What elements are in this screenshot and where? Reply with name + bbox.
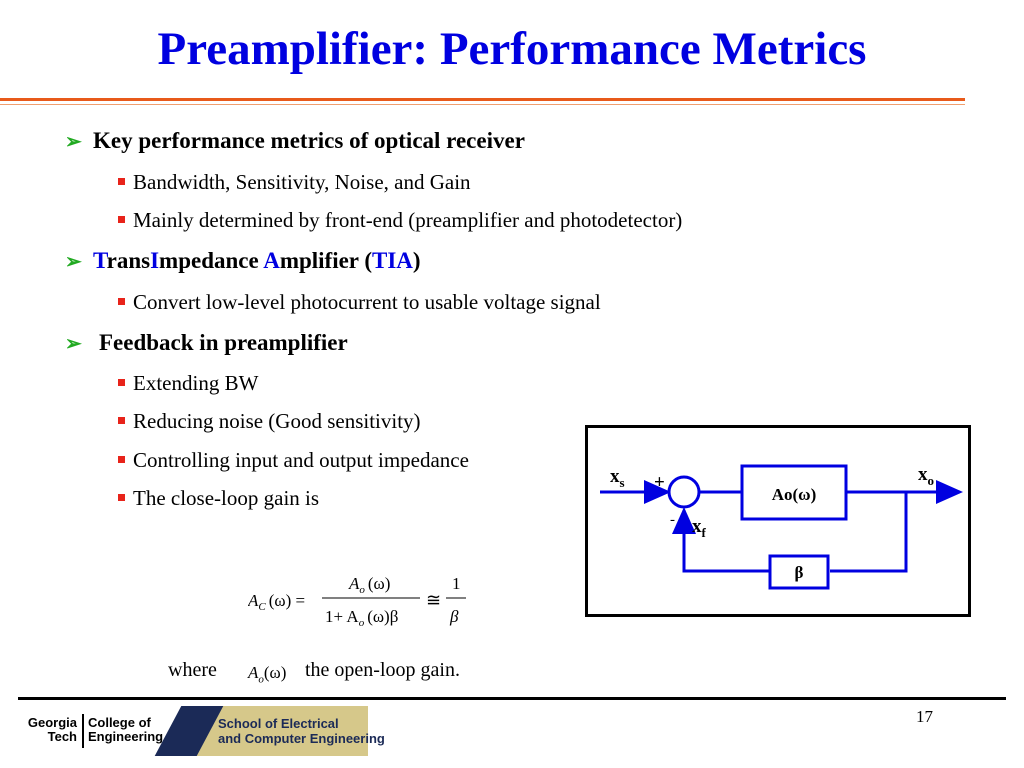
feedback-diagram-svg: xs + - xf Ao(ω) β xo — [600, 464, 963, 590]
feedback-path-right — [830, 492, 908, 573]
square-bullet-icon — [118, 297, 125, 305]
logo-separator — [82, 714, 84, 748]
feedback-block-label: β — [795, 563, 804, 582]
sub-bullet: Controlling input and output impedance — [118, 448, 469, 473]
output-label: xo — [918, 464, 934, 488]
feedback-block — [768, 554, 830, 590]
feedback-diagram: xs + - xf Ao(ω) β xo — [585, 425, 971, 617]
title-underline-thin — [0, 104, 965, 105]
footer-rule — [18, 697, 1006, 700]
sub-bullet: Extending BW — [118, 371, 258, 396]
rhs-numerator: 1 — [452, 574, 461, 593]
formula-svg: AC(ω) = Ao(ω) 1+ Ao(ω)β ≅ 1 β — [247, 574, 466, 629]
forward-block-label: Ao(ω) — [772, 485, 817, 504]
closed-loop-gain-formula: AC(ω) = Ao(ω) 1+ Ao(ω)β ≅ 1 β — [247, 572, 478, 630]
approx-sign: ≅ — [426, 590, 441, 610]
formula-denominator: 1+ Ao(ω)β — [325, 607, 398, 629]
title-underline — [0, 98, 965, 101]
arrow-bullet-icon: ➢ — [65, 251, 82, 273]
sub-bullet: Bandwidth, Sensitivity, Noise, and Gain — [118, 170, 471, 195]
input-label: xs — [610, 466, 625, 490]
arrow-bullet-icon: ➢ — [65, 131, 82, 153]
slide-title: Preamplifier: Performance Metrics — [157, 23, 867, 75]
square-bullet-icon — [118, 493, 125, 501]
svg-text:AC(ω) =: AC(ω) = — [248, 591, 305, 613]
formula-numerator: Ao(ω) — [348, 574, 390, 596]
minus-sign: - — [670, 512, 675, 528]
feedback-path-left — [672, 507, 770, 573]
square-bullet-icon — [118, 177, 125, 185]
square-bullet-icon — [118, 378, 125, 386]
rhs-denominator: β — [449, 607, 459, 626]
sub-bullet: Convert low-level photocurrent to usable… — [118, 290, 601, 315]
open-loop-symbol: Ao(ω) — [248, 663, 287, 686]
square-bullet-icon — [118, 416, 125, 424]
bullet-feedback: ➢Feedback in preamplifier — [65, 330, 348, 355]
square-bullet-icon — [118, 455, 125, 463]
bullet-tia: ➢TransImpedance Amplifier (TIA) — [65, 248, 421, 273]
summing-junction — [667, 475, 701, 509]
plus-sign: + — [654, 472, 665, 493]
arrow-bullet-icon: ➢ — [65, 333, 82, 355]
page-number: 17 — [916, 707, 933, 726]
sub-bullet: Reducing noise (Good sensitivity) — [118, 409, 421, 434]
sub-bullet: Mainly determined by front-end (preampli… — [118, 208, 682, 233]
bullet-key-metrics: ➢Key performance metrics of optical rece… — [65, 128, 525, 153]
sub-bullet: The close-loop gain is — [118, 486, 319, 511]
square-bullet-icon — [118, 215, 125, 223]
feedback-label: xf — [692, 516, 707, 540]
